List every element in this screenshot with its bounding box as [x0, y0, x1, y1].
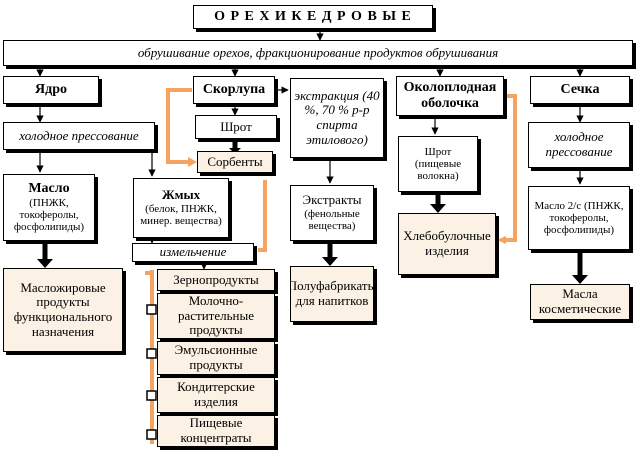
node-zernoprodukty: Зернопродукты: [157, 269, 275, 291]
process-text: обрушивание орехов, фракционирование про…: [137, 44, 499, 60]
orange-line-sorbenty: [166, 88, 192, 164]
node-maslo: Масло (ПНЖК, токоферолы, фосфолипиды): [3, 174, 95, 241]
node-maslo-kosm: Масла косметические: [530, 284, 630, 320]
node-maslo2: Масло 2/с (ПНЖК, токоферолы, фосфолипиды…: [528, 186, 630, 250]
node-holodnoe-1: холодное прессование: [3, 122, 155, 150]
node-yadro: Ядро: [3, 76, 99, 104]
node-pishchevye: Пищевые концентраты: [157, 415, 275, 447]
node-emulsionnye: Эмульсионные продукты: [157, 341, 275, 375]
process-box: обрушивание орехов, фракционирование про…: [3, 40, 633, 66]
node-shrot-2: Шрот (пищевые волокна): [398, 136, 478, 192]
node-sechka: Сечка: [530, 76, 630, 104]
node-izmelchenie: измельчение: [132, 243, 254, 262]
node-shrot-1: Шрот: [195, 115, 277, 139]
node-sorbenty: Сорбенты: [197, 151, 273, 173]
orange-line-zhmyh: [258, 180, 267, 252]
node-hlebobulochnye: Хлебобулочные изделия: [398, 213, 496, 275]
node-obolochka: Околоплодная оболочка: [396, 76, 504, 116]
node-holodnoe-2: холодное прессование: [528, 122, 630, 168]
node-skorlupa: Скорлупа: [193, 76, 275, 104]
node-polufabrikaty: Полуфабрикаты для напитков: [290, 266, 374, 322]
title-text: О Р Е Х И К Е Д Р О В Ы Е: [214, 9, 412, 25]
node-konditerskie: Кондитерские изделия: [157, 377, 275, 413]
node-zhmyh: Жмых (белок, ПНЖК, минер. вещества): [133, 178, 229, 238]
node-ekstrakciya: экстракция (40 %, 70 % р-р спирта этилов…: [290, 78, 384, 158]
orange-line-hleb: [502, 94, 517, 242]
node-maslozhirovye: Масложировые продукты функционального на…: [3, 268, 123, 352]
node-molochno: Молочно-растительные продукты: [157, 293, 275, 339]
title-box: О Р Е Х И К Е Д Р О В Ы Е: [193, 5, 433, 29]
node-ekstrakty: Экстракты (фенольные вещества): [290, 185, 374, 241]
